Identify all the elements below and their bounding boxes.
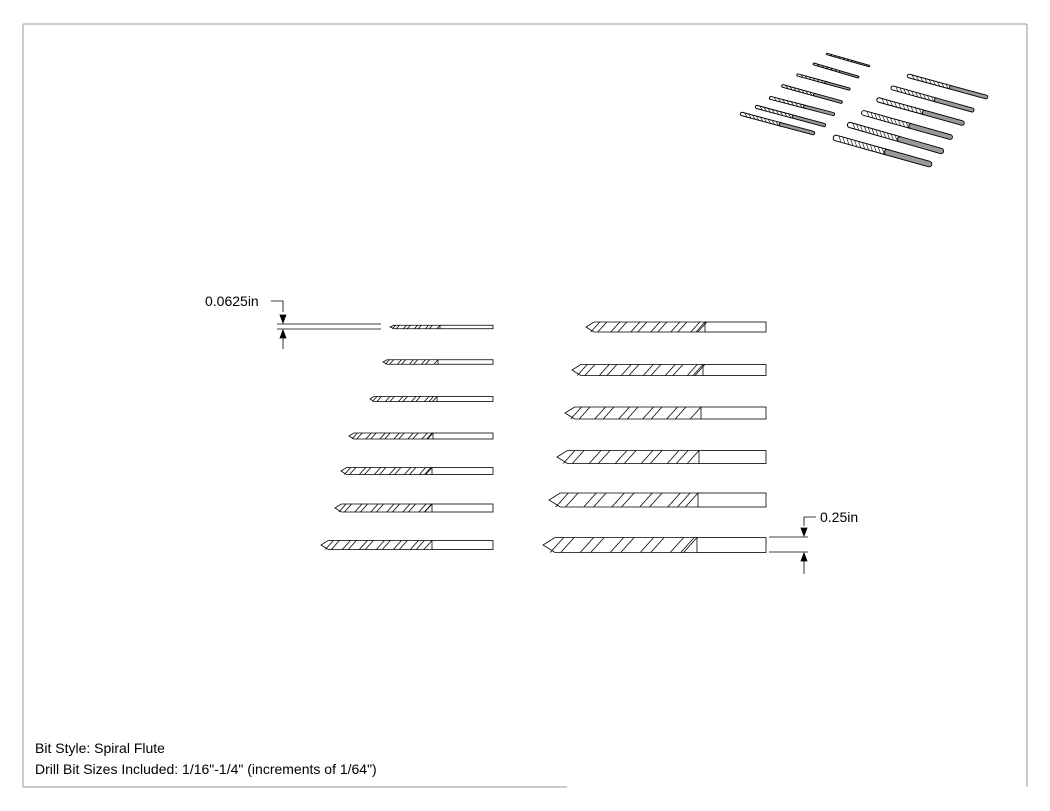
drill-bit <box>369 396 494 402</box>
iso-drill-bit <box>754 104 827 128</box>
iso-drill-bit <box>781 84 843 104</box>
iso-drill-bit <box>796 73 851 91</box>
drill-bit <box>542 537 767 553</box>
iso-drill-bit <box>812 62 860 79</box>
note-bit-sizes: Drill Bit Sizes Included: 1/16"-1/4" (in… <box>35 761 377 777</box>
drill-bit <box>389 324 494 330</box>
iso-drill-bit <box>769 96 835 116</box>
iso-drill-bit <box>846 121 945 155</box>
small-bit-column <box>320 324 494 550</box>
note-bit-style: Bit Style: Spiral Flute <box>35 740 165 756</box>
dimension-label-small: 0.0625in <box>205 293 259 309</box>
iso-drill-bit <box>861 110 953 140</box>
dimension-label-large: 0.25in <box>820 509 858 525</box>
isometric-bit-set-view <box>739 52 989 168</box>
iso-drill-bit <box>832 134 933 168</box>
drill-bit <box>548 492 767 508</box>
drill-bit <box>334 503 494 513</box>
drill-bit <box>340 467 494 475</box>
drill-bit <box>571 364 767 376</box>
iso-drill-bit <box>876 97 965 126</box>
iso-drill-bit <box>825 52 871 68</box>
drill-bit <box>556 450 767 464</box>
sheet-frame <box>22 23 1028 788</box>
large-bit-column <box>542 321 767 553</box>
drill-bit <box>382 359 494 365</box>
drill-bit <box>348 432 494 440</box>
drill-bit <box>320 540 494 550</box>
iso-drill-bit <box>739 111 816 136</box>
drill-bit <box>564 406 767 420</box>
iso-drill-bit <box>906 73 989 100</box>
dimension-large-bit <box>769 516 816 574</box>
iso-drill-bit <box>890 85 975 113</box>
dimension-small-bit <box>271 300 381 349</box>
drill-bit <box>585 321 767 333</box>
